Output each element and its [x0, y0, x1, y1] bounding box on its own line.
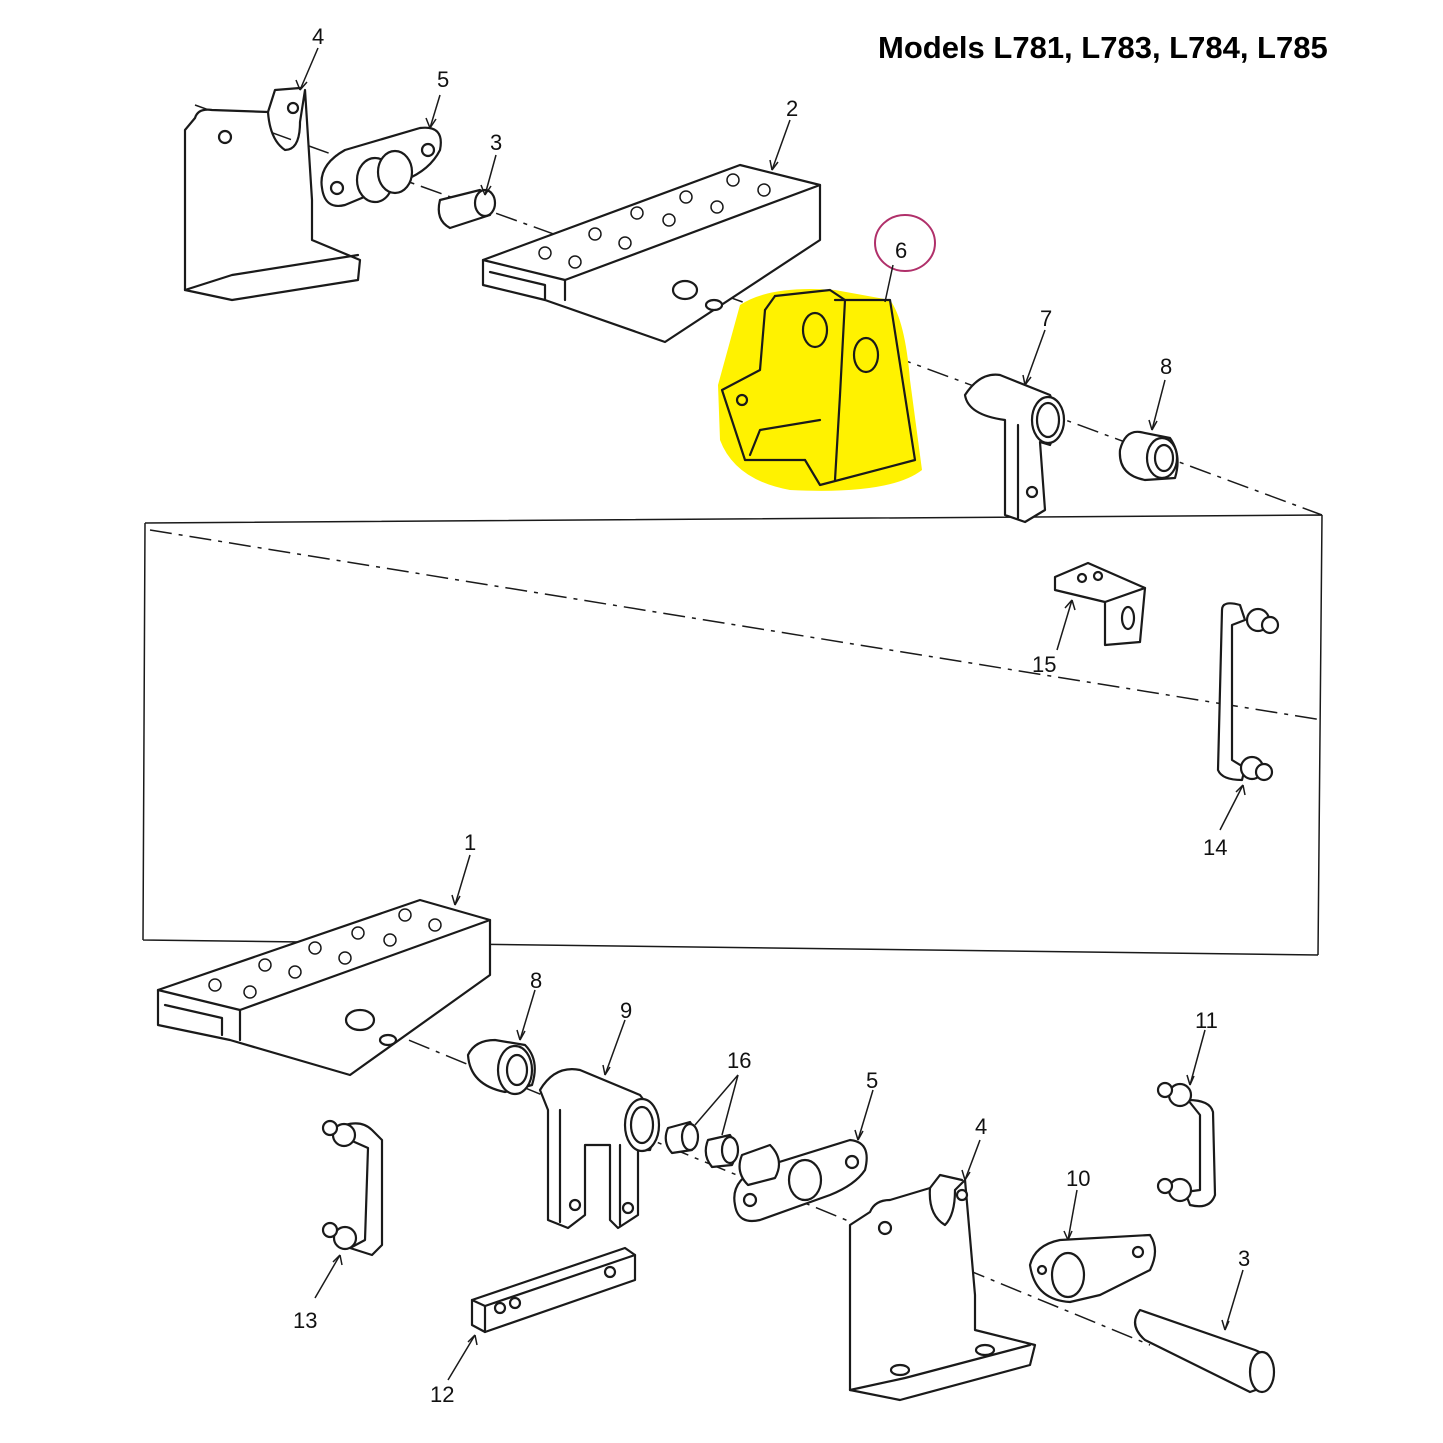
middle-axis-line [149, 529, 1323, 721]
callout-3-bottom: 3 [1238, 1246, 1250, 1271]
part-6-bracket [720, 288, 917, 487]
part-11-handle [1156, 1081, 1217, 1208]
callout-9: 9 [620, 998, 632, 1023]
callout-6: 6 [895, 238, 907, 263]
part-2-step [481, 163, 822, 344]
part-5-flange-bottom [733, 1138, 868, 1223]
part-15-angle-bracket [1053, 561, 1147, 647]
part-10-arm [1028, 1233, 1157, 1304]
callout-8-top: 8 [1160, 354, 1172, 379]
part-4-bracket-bottom [848, 1173, 1037, 1402]
callout-7: 7 [1040, 306, 1052, 331]
part-8-bushing-bottom [466, 1038, 536, 1096]
part-8-bushing-top [1118, 430, 1179, 482]
part-5-flange-top [320, 126, 442, 207]
part-16-spacers [664, 1120, 740, 1169]
callout-numbers: 4 5 3 2 6 7 8 15 14 1 8 9 16 5 4 11 10 3… [293, 24, 1250, 1407]
leader-lines [295, 47, 1246, 1381]
part-3-pin-top [437, 188, 497, 230]
callout-2: 2 [786, 96, 798, 121]
part-6-circle-marker [874, 214, 936, 272]
callout-5-bottom: 5 [866, 1068, 878, 1093]
callout-15: 15 [1032, 652, 1056, 677]
callout-3-top: 3 [490, 130, 502, 155]
part-9-hinge [538, 1068, 661, 1230]
diagram-title: Models L781, L783, L784, L785 [878, 30, 1328, 65]
callout-10: 10 [1066, 1166, 1090, 1191]
callout-14: 14 [1203, 835, 1227, 860]
callout-1: 1 [464, 830, 476, 855]
callout-4-top: 4 [312, 24, 324, 49]
part-3-pin-bottom [1133, 1308, 1276, 1394]
part-12-strap [470, 1246, 637, 1334]
part-7-hinge-tube [963, 373, 1066, 524]
part-4-bracket-top [183, 86, 362, 302]
part-14-handle [1216, 602, 1280, 782]
callout-16: 16 [727, 1048, 751, 1073]
assembly-frame [142, 514, 1323, 956]
callout-13: 13 [293, 1308, 317, 1333]
part-13-handle [321, 1119, 384, 1257]
callout-12: 12 [430, 1382, 454, 1407]
callout-8-bottom: 8 [530, 968, 542, 993]
top-axis-line-right [889, 354, 1323, 516]
callout-4-bottom: 4 [975, 1114, 987, 1139]
part-1-step [156, 898, 492, 1077]
callout-11: 11 [1195, 1008, 1218, 1033]
callout-5-top: 5 [437, 67, 449, 92]
